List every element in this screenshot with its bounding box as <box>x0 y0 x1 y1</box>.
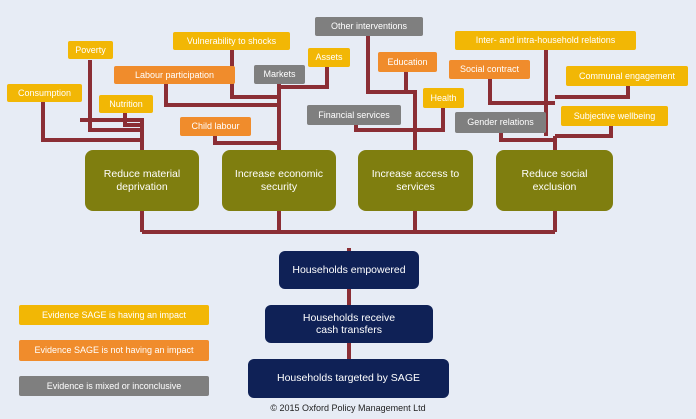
legend-mixed: Evidence is mixed or inconclusive <box>19 376 209 396</box>
node-vulnerability-to-shocks: Vulnerability to shocks <box>173 32 290 50</box>
chain-households-receive-cash-transfers: Households receive cash transfers <box>265 305 433 343</box>
legend-no-impact: Evidence SAGE is not having an impact <box>19 340 209 361</box>
chain-households-empowered: Households empowered <box>279 251 419 289</box>
node-gender-relations: Gender relations <box>455 112 546 133</box>
outcome-reduce-social-exclusion: Reduce social exclusion <box>496 150 613 211</box>
node-social-contract: Social contract <box>449 60 530 79</box>
node-labour-participation: Labour participation <box>114 66 235 84</box>
legend-impact: Evidence SAGE is having an impact <box>19 305 209 325</box>
outcome-increase-economic-security: Increase economic security <box>222 150 336 211</box>
node-inter-intra-household-relations: Inter- and intra-household relations <box>455 31 636 50</box>
chain-households-targeted-by-sage: Households targeted by SAGE <box>248 359 449 398</box>
node-child-labour: Child labour <box>180 117 251 136</box>
node-assets: Assets <box>308 48 350 67</box>
node-poverty: Poverty <box>68 41 113 59</box>
node-communal-engagement: Communal engagement <box>566 66 688 86</box>
outcome-increase-access-to-services: Increase access to services <box>358 150 473 211</box>
node-other-interventions: Other interventions <box>315 17 423 36</box>
node-financial-services: Financial services <box>307 105 401 125</box>
node-markets: Markets <box>254 65 305 84</box>
outcome-reduce-material-deprivation: Reduce material deprivation <box>85 150 199 211</box>
node-health: Health <box>423 88 464 108</box>
node-subjective-wellbeing: Subjective wellbeing <box>561 106 668 126</box>
copyright-footer: © 2015 Oxford Policy Management Ltd <box>270 403 426 413</box>
node-education: Education <box>378 52 437 72</box>
node-consumption: Consumption <box>7 84 82 102</box>
node-nutrition: Nutrition <box>99 95 153 113</box>
